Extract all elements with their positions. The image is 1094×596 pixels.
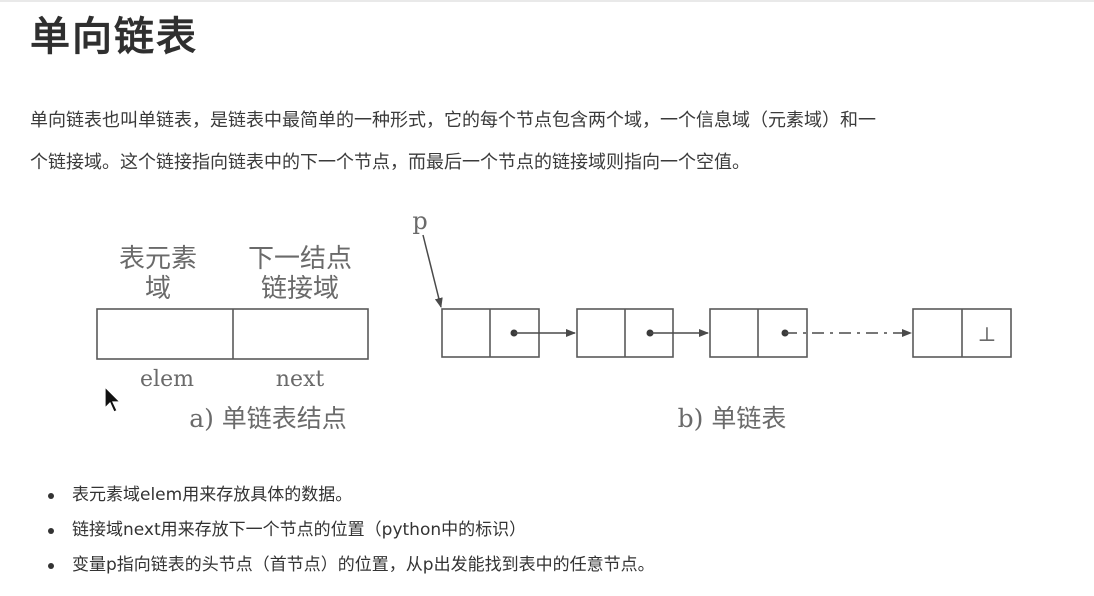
linked-list-figure: 表元素 域 下一结点 链接域 elem next a) 单链表结点 p ⊥ b)… <box>0 195 1094 455</box>
list-item: 变量p指向链表的头节点（首节点）的位置，从p出发能找到表中的任意节点。 <box>48 548 655 583</box>
bullet-text: 链接域next用来存放下一个节点的位置（python中的标识） <box>72 520 527 540</box>
next-name-label: next <box>276 367 325 392</box>
pointer-p-arrow <box>422 234 443 308</box>
intro-line-2: 个链接域。这个链接指向链表中的下一个节点，而最后一个节点的链接域则指向一个空值。 <box>30 152 750 173</box>
elem-field-label-line1: 表元素 <box>119 244 197 274</box>
elem-field-label-line2: 域 <box>145 274 171 304</box>
next-field-label-line1: 下一结点 <box>248 244 352 274</box>
caption-a: a) 单链表结点 <box>189 404 347 433</box>
null-symbol: ⊥ <box>978 322 997 346</box>
figure-svg: 表元素 域 下一结点 链接域 elem next a) 单链表结点 p ⊥ b)… <box>96 207 1012 433</box>
intro-paragraph: 单向链表也叫单链表，是链表中最简单的一种形式，它的每个节点包含两个域，一个信息域… <box>30 100 1070 184</box>
intro-line-1: 单向链表也叫单链表，是链表中最简单的一种形式，它的每个节点包含两个域，一个信息域… <box>30 110 876 131</box>
bullet-text: 表元素域elem用来存放具体的数据。 <box>72 485 353 505</box>
bullet-list: 表元素域elem用来存放具体的数据。 链接域next用来存放下一个节点的位置（p… <box>48 478 655 583</box>
list-item: 表元素域elem用来存放具体的数据。 <box>48 478 655 513</box>
mouse-cursor-icon <box>104 386 122 413</box>
caption-b: b) 单链表 <box>678 404 787 433</box>
pointer-p-label: p <box>412 207 427 235</box>
bullet-dot-icon <box>48 563 54 569</box>
bullet-text: 变量p指向链表的头节点（首节点）的位置，从p出发能找到表中的任意节点。 <box>72 555 655 575</box>
top-border <box>0 0 1094 2</box>
elem-name-label: elem <box>140 367 194 392</box>
next-field-label-line2: 链接域 <box>261 274 339 304</box>
bullet-dot-icon <box>48 528 54 534</box>
bullet-dot-icon <box>48 493 54 499</box>
page-title: 单向链表 <box>30 14 198 60</box>
list-item: 链接域next用来存放下一个节点的位置（python中的标识） <box>48 513 655 548</box>
